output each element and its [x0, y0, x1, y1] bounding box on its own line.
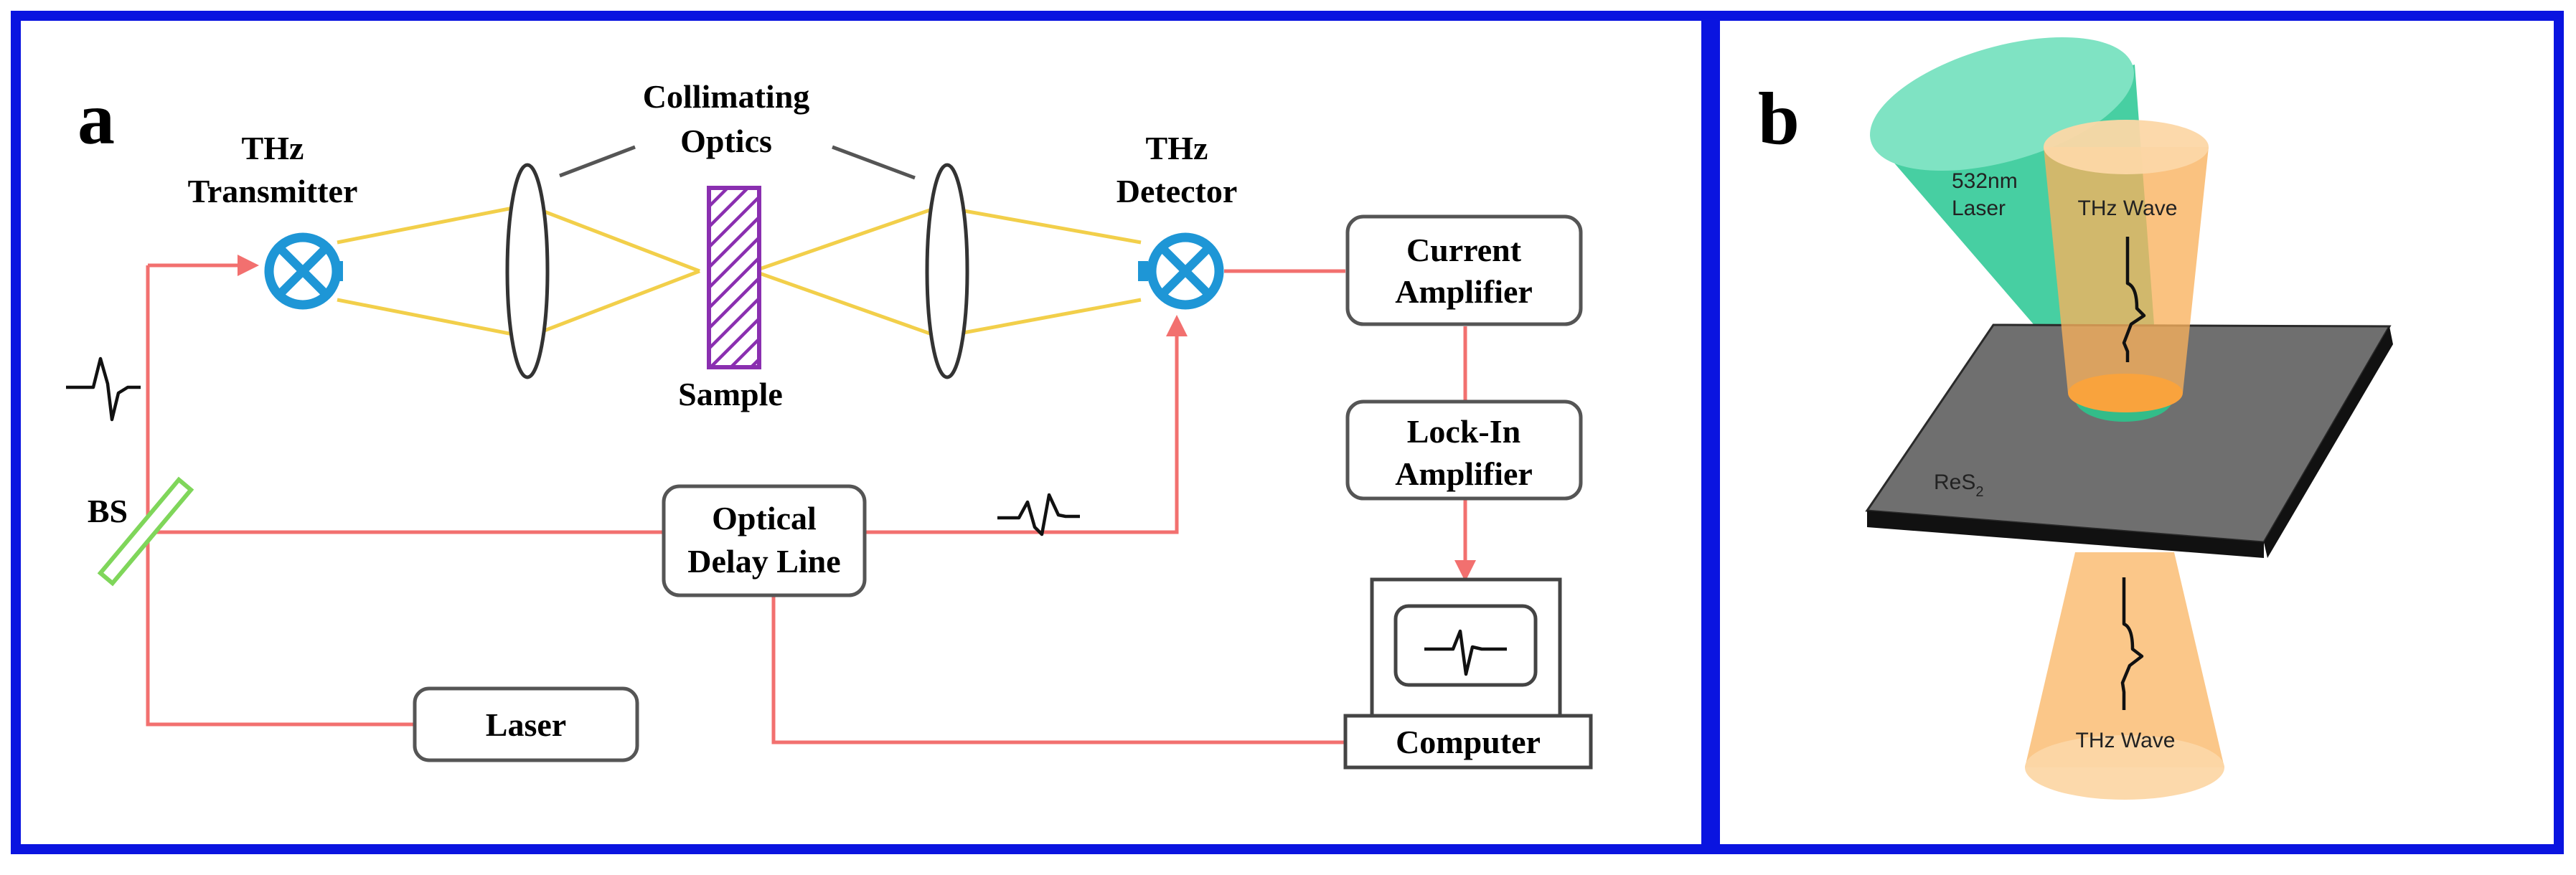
- laser-box: Laser: [413, 686, 639, 762]
- laser-pulse-icon: [66, 356, 141, 422]
- computer: Computer: [1343, 577, 1593, 770]
- beam-splitter: [97, 476, 194, 587]
- res2-plate: [1865, 323, 2393, 558]
- thz-wave-bottom-label: THz Wave: [2076, 729, 2176, 752]
- optical-delay-line-box: Optical Delay Line: [662, 484, 867, 597]
- panel-b-label: b: [1758, 77, 1800, 160]
- thz-cone-bottom: [2025, 552, 2224, 800]
- laser-label: Laser: [486, 706, 566, 743]
- optical-delay-line-label-line2: Delay Line: [687, 543, 840, 580]
- green-laser-label-line1: 532nm: [1952, 169, 2018, 193]
- thz-detector-label-line1: THz: [1146, 130, 1208, 166]
- thz-transmitter-label-line1: THz: [242, 130, 304, 166]
- beam-splitter-label: BS: [88, 493, 128, 529]
- thz-detector-label-line2: Detector: [1117, 173, 1238, 209]
- sample-label: Sample: [678, 376, 783, 412]
- thz-wave-bottom-waveform: [2120, 577, 2144, 710]
- sample-slab: [707, 186, 761, 369]
- lock-in-amplifier-label-line2: Amplifier: [1395, 455, 1533, 492]
- optics-pointer-right: [832, 145, 916, 180]
- current-amplifier-label-line1: Current: [1406, 232, 1522, 268]
- optical-delay-line-label-line1: Optical: [712, 500, 817, 536]
- collimating-optics-label-line1: Collimating: [643, 78, 810, 115]
- collimating-optics-label-line2: Optics: [680, 123, 772, 159]
- lock-in-amplifier-box: Lock-In Amplifier: [1345, 399, 1583, 501]
- panel-a-label: a: [77, 77, 115, 160]
- thz-detector-antenna: [1138, 232, 1224, 310]
- thz-wave-top-waveform: [2122, 237, 2146, 362]
- current-amplifier-box: Current Amplifier: [1345, 214, 1583, 326]
- collimating-lens-right: [925, 163, 969, 379]
- collimating-lens-left: [505, 163, 550, 379]
- thz-wave-top-label: THz Wave: [2078, 197, 2178, 220]
- delayed-pulse-icon: [997, 493, 1080, 536]
- res2-label: ReS2: [1934, 470, 1983, 500]
- laser-beam-path: [146, 255, 1476, 744]
- current-amplifier-label-line2: Amplifier: [1395, 273, 1533, 310]
- thz-transmitter-label-line2: Transmitter: [188, 173, 358, 209]
- optics-pointer-left: [559, 145, 636, 178]
- computer-label: Computer: [1396, 724, 1541, 760]
- computer-screen: [1393, 604, 1538, 687]
- green-laser-label-line2: Laser: [1952, 197, 2006, 220]
- computer-base: [1343, 714, 1593, 770]
- lock-in-amplifier-label-line1: Lock-In: [1407, 413, 1520, 450]
- screen-waveform-icon: [1424, 629, 1507, 676]
- thz-transmitter-antenna: [264, 232, 343, 310]
- thz-beam-path: [337, 203, 1142, 339]
